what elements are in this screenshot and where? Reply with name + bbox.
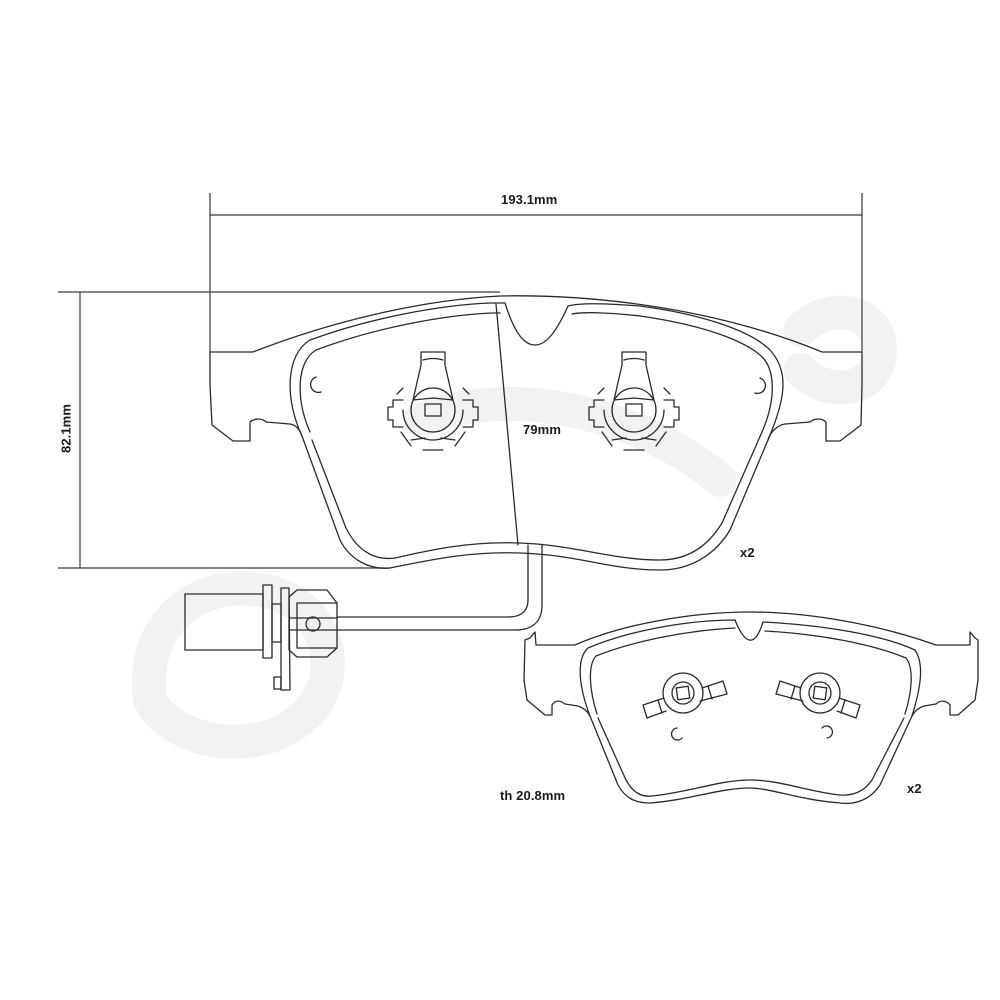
outer-pad-quantity: x2 [740,545,755,560]
location-mark [309,376,322,394]
watermark-logo [131,295,898,759]
inner-clip-right [775,672,861,739]
wear-sensor [184,544,543,691]
inner-brake-pad [523,611,979,805]
width-dimension-line [209,193,863,352]
location-mark [754,377,767,395]
inner-height-label: 79mm [523,422,561,437]
height-label: 82.1mm [58,403,74,454]
clip-mount-left [387,351,479,451]
outer-brake-pad [209,295,863,571]
location-mark [821,725,834,739]
width-label: 193.1mm [501,192,558,207]
location-mark [670,727,683,741]
height-dimension-line [58,291,500,569]
inner-pad-quantity: x2 [907,781,922,796]
thickness-label: th 20.8mm [500,788,566,803]
clip-mount-right [588,351,680,451]
inner-clip-left [642,672,728,741]
